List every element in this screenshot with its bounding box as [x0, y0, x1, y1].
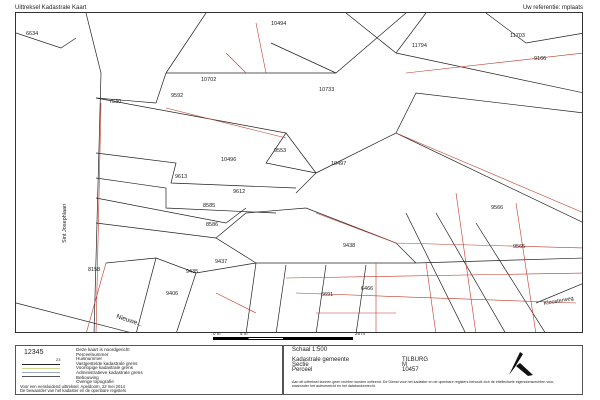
info-value: 10457	[402, 367, 419, 373]
parcel-label: 9406	[166, 291, 178, 297]
street-label: Sint Josephlaan	[62, 204, 68, 243]
parcel-label: 9435	[186, 269, 198, 275]
info-value: TILBURG	[402, 357, 429, 363]
parcel-label: 8158	[88, 267, 100, 273]
info-value: M	[402, 362, 407, 368]
scale-text: Schaal 1:500	[292, 347, 328, 353]
scale-label: 0 m	[213, 331, 221, 336]
parcel-label: 9592	[171, 93, 183, 99]
info-key: Sectie	[292, 362, 309, 368]
info-panel: Schaal 1:500 Kadastrale gemeente TILBURG…	[283, 345, 583, 395]
legend-item: Voorlopige kadastrale grens	[76, 365, 133, 371]
info-key: Perceel	[292, 367, 313, 373]
legend-swatch	[22, 372, 60, 373]
parcel-label: 9566	[491, 205, 503, 211]
parcel-label: 10496	[221, 157, 236, 163]
parcel-labels: 6634 10494 11794 11703 9166 10733 10702 …	[26, 21, 574, 328]
scale-label: 5 m	[240, 331, 248, 336]
parcel-label: 6691	[321, 292, 333, 298]
cadastral-map[interactable]: 6634 10494 11794 11703 9166 10733 10702 …	[15, 12, 583, 333]
legend-item: Perceelnummer	[76, 351, 109, 357]
legend-item: Administratieve kadastrale grens	[76, 369, 143, 375]
parcel-label: 8585	[203, 203, 215, 209]
legend-swatch	[22, 368, 60, 369]
disclaimer: Aan dit uittreksel kunnen geen rechten w…	[292, 380, 555, 388]
parcel-label: 9553	[274, 148, 286, 154]
parcel-label: 8586	[206, 222, 218, 228]
parcel-label: 11794	[412, 43, 427, 49]
parcel-label: 9612	[233, 189, 245, 195]
legend-item: Deze kaart is noordgericht	[76, 347, 130, 352]
parcel-label: 6466	[361, 286, 373, 292]
legend-item: Overige topografie	[76, 379, 114, 385]
legend-parcel-number: 12345	[24, 349, 44, 356]
parcel-label: 9613	[175, 174, 187, 180]
legend-item: Bebouwing	[76, 374, 99, 380]
legend-house-number: 23	[56, 357, 61, 362]
legend: 12345 23 Deze kaart is noordgericht Perc…	[15, 345, 283, 395]
legend-swatch	[22, 376, 60, 377]
kadaster-logo-icon	[509, 352, 533, 376]
legend-item: Huisnummer	[76, 356, 103, 362]
legend-footer: Voor een eensluidend uittreksel, Apeldoo…	[20, 384, 125, 389]
parcel-label: 9437	[215, 259, 227, 265]
parcel-label: 9166	[534, 56, 546, 62]
parcel-label: 10497	[331, 161, 346, 167]
reference: Uw referentie: mplaats	[522, 5, 583, 11]
legend-item: Vastgestelde kadastrale grens	[76, 360, 138, 366]
street-label: Kloosterweg	[543, 296, 574, 307]
parcel-label: 9438	[343, 243, 355, 249]
map-drawing: 6634 10494 11794 11703 9166 10733 10702 …	[16, 13, 582, 332]
parcel-label: 10733	[319, 87, 334, 93]
info-key: Kadastrale gemeente	[292, 357, 350, 363]
legend-swatch	[22, 364, 60, 365]
parcel-label: 10702	[201, 77, 216, 83]
parcel-label: 11703	[510, 33, 525, 39]
map-title: Uittreksel Kadastrale Kaart	[15, 5, 87, 11]
parcel-label: 7530	[109, 99, 121, 105]
parcel-label: 10494	[271, 21, 286, 27]
scale-label: 25 m	[355, 331, 366, 336]
street-label: Nieuwe...	[115, 313, 143, 328]
legend-footer: De bewaarder van het kadaster en de open…	[20, 388, 127, 394]
scale-bar	[213, 337, 353, 340]
parcel-label: 9565	[513, 244, 525, 250]
parcel-label: 6634	[26, 31, 38, 37]
